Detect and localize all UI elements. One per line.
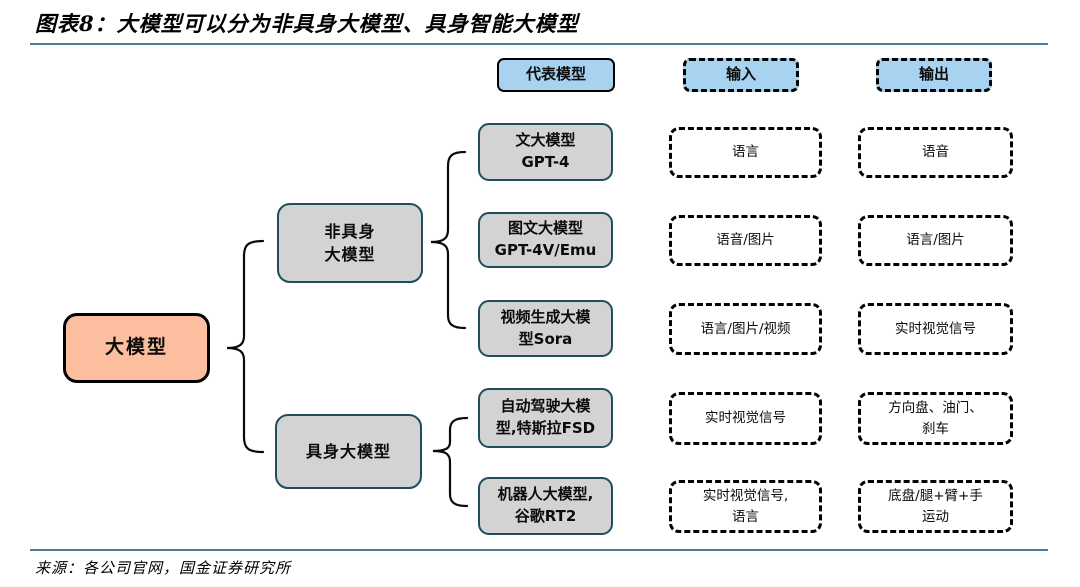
model-box-gpt4v-emu: 图文大模型 GPT-4V/Emu bbox=[478, 212, 613, 268]
footer-rule bbox=[30, 549, 1048, 551]
header-output: 输出 bbox=[876, 58, 992, 92]
source-note: 来源：各公司官网，国金证券研究所 bbox=[35, 559, 292, 577]
node-large-model: 大模型 bbox=[63, 313, 210, 383]
model-box-text-gpt4: 文大模型 GPT-4 bbox=[478, 123, 613, 181]
header-representative-model: 代表模型 bbox=[497, 58, 615, 92]
output-box-row5: 底盘/腿+臂+手 运动 bbox=[858, 480, 1013, 533]
input-box-row2: 语音/图片 bbox=[669, 215, 822, 266]
input-box-row4: 实时视觉信号 bbox=[669, 392, 822, 445]
output-box-row3: 实时视觉信号 bbox=[858, 303, 1013, 355]
output-box-row4: 方向盘、油门、 刹车 bbox=[858, 392, 1013, 445]
node-embodied-large-model: 具身大模型 bbox=[275, 414, 422, 489]
output-box-row1: 语音 bbox=[858, 127, 1013, 178]
output-box-row2: 语言/图片 bbox=[858, 215, 1013, 266]
model-box-tesla-fsd: 自动驾驶大模 型,特斯拉FSD bbox=[478, 388, 613, 448]
input-box-row3: 语言/图片/视频 bbox=[669, 303, 822, 355]
input-box-row1: 语言 bbox=[669, 127, 822, 178]
brace-root bbox=[226, 239, 265, 454]
brace-non-embodied bbox=[430, 150, 467, 330]
title-underline bbox=[30, 43, 1048, 45]
brace-embodied bbox=[432, 416, 469, 508]
input-box-row5: 实时视觉信号, 语言 bbox=[669, 480, 822, 533]
node-non-embodied-large-model: 非具身 大模型 bbox=[277, 203, 423, 283]
model-box-sora: 视频生成大模 型Sora bbox=[478, 300, 613, 357]
header-input: 输入 bbox=[683, 58, 799, 92]
figure-title: 图表8：大模型可以分为非具身大模型、具身智能大模型 bbox=[35, 11, 579, 36]
model-box-google-rt2: 机器人大模型, 谷歌RT2 bbox=[478, 477, 613, 535]
